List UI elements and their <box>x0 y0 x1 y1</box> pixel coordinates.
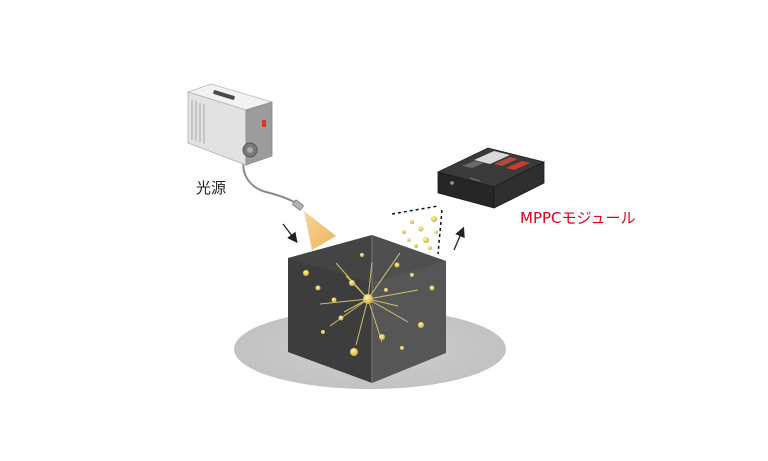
box-top-edge <box>288 235 446 283</box>
light-source-label: 光源 <box>196 179 227 197</box>
arrow-up-icon <box>453 226 465 251</box>
scintillation-rays <box>319 252 419 346</box>
sample-box <box>288 235 446 383</box>
mppc-module-label: MPPCモジュール <box>520 209 636 227</box>
fiber-cable <box>242 154 301 207</box>
scintillation-core <box>363 294 373 304</box>
mppc-module-icon <box>436 147 546 209</box>
box-particles <box>303 253 435 356</box>
indicator-red <box>262 120 266 127</box>
light-source-unit-icon <box>186 83 274 166</box>
arrow-down-right-icon <box>282 223 298 244</box>
output-photons <box>391 205 443 255</box>
light-cone <box>304 211 336 250</box>
fiber-tip <box>292 199 304 211</box>
